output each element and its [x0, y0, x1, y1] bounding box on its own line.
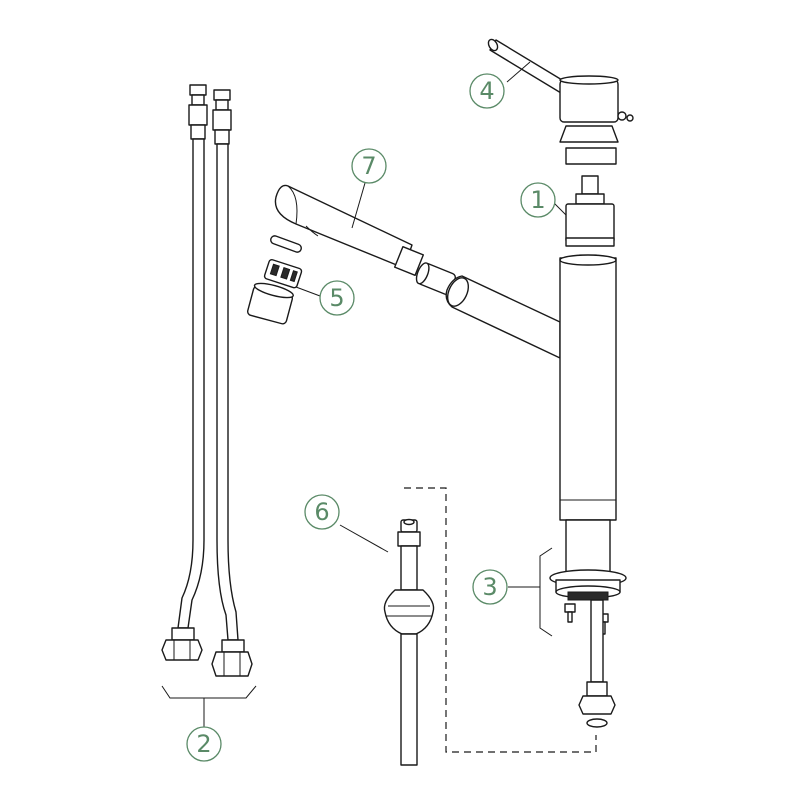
callout-1: 1: [520, 182, 556, 218]
callout-label: 4: [479, 77, 494, 105]
hoses-bracket: [161, 685, 257, 699]
supply-hoses: [161, 84, 257, 727]
pullout-hose: [383, 487, 597, 766]
faucet-body: [415, 254, 617, 521]
hose-weight: [383, 589, 435, 635]
callout-3: 3: [472, 569, 508, 605]
callout-ring: [304, 494, 340, 530]
callout-ring: [319, 280, 355, 316]
cartridge: [565, 175, 615, 247]
callout-7: 7: [351, 148, 387, 184]
callout-label: 7: [361, 152, 376, 180]
callout-6: 6: [304, 494, 340, 530]
supply-hose-right: [211, 89, 253, 677]
callout-label: 3: [482, 573, 497, 601]
spray-head: [274, 184, 425, 277]
mounting-kit: [508, 519, 627, 728]
callout-5: 5: [319, 280, 355, 316]
aerator: [246, 235, 303, 325]
supply-hose-left: [161, 84, 208, 661]
callout-4: 4: [469, 73, 505, 109]
callout-ring: [472, 569, 508, 605]
callout-label: 5: [329, 284, 344, 312]
callout-label: 6: [314, 498, 329, 526]
mounting-bracket: [539, 547, 553, 637]
callout-ring: [186, 726, 222, 762]
handle-assembly: [487, 38, 634, 165]
hose-routing-path: [404, 487, 597, 753]
callout-ring: [520, 182, 556, 218]
callout-label: 2: [196, 730, 211, 758]
callout-2: 2: [186, 726, 222, 762]
callout-ring: [351, 148, 387, 184]
callout-ring: [469, 73, 505, 109]
callout-label: 1: [530, 186, 545, 214]
